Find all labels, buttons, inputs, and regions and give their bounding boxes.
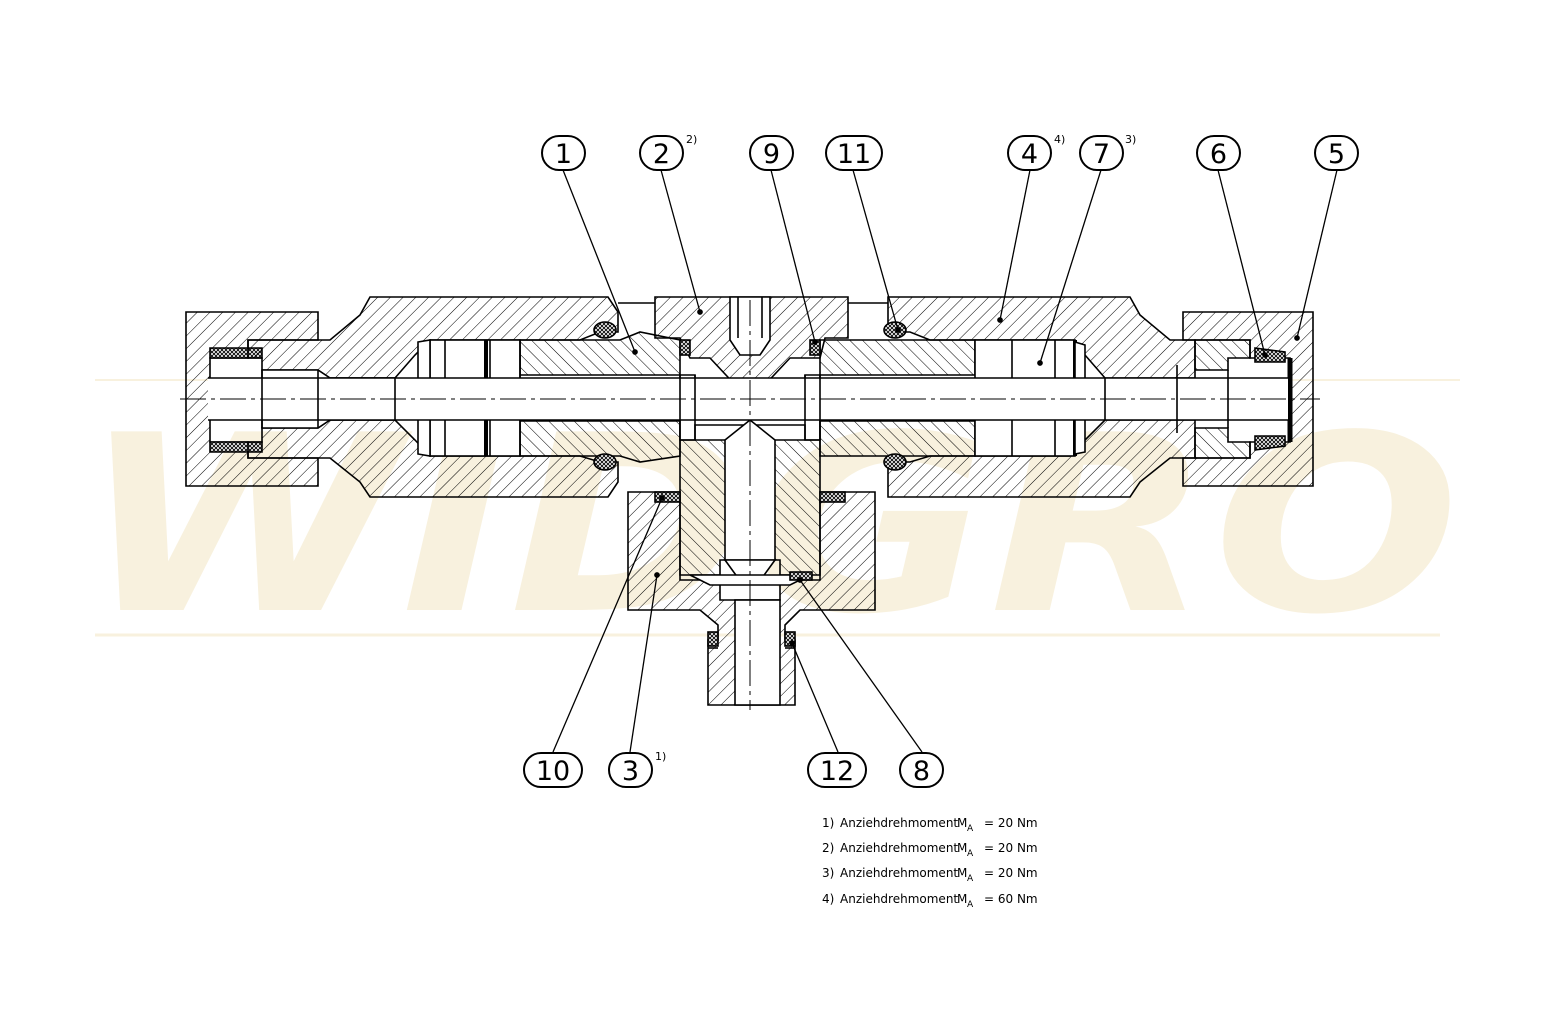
callout-labels: 1 2 2) 9 11 4 4) 7 3) 6 5 10 3 1) 12 8 [536, 133, 1345, 787]
callout-label-9: 9 [763, 139, 780, 170]
note-num: 1) [822, 816, 834, 830]
callout-label-11: 11 [837, 139, 871, 170]
valve-assembly [180, 296, 1320, 710]
callout-4 [1007, 135, 1052, 171]
note-sub: A [967, 900, 974, 910]
callout-sup-4: 4) [1054, 133, 1065, 146]
callout-5 [1314, 135, 1359, 171]
leader-lines [552, 169, 1338, 753]
note-label: Anziehdrehmoment [840, 892, 958, 906]
callout-8 [899, 752, 944, 788]
part-3-lower-body [627, 491, 876, 706]
note-sub: A [967, 874, 974, 884]
callout-label-3: 3 [622, 756, 639, 787]
callout-9 [749, 135, 794, 171]
callout-sup-2: 2) [686, 133, 697, 146]
note-row: 4) Anziehdrehmoment M A = 60 Nm [822, 892, 1038, 910]
callouts [523, 135, 1359, 788]
note-sub: A [967, 824, 974, 834]
callout-label-7: 7 [1093, 139, 1110, 170]
note-value: = 20 Nm [984, 866, 1038, 880]
note-label: Anziehdrehmoment [840, 816, 958, 830]
callout-10 [523, 752, 583, 788]
callout-label-4: 4 [1021, 139, 1038, 170]
note-symbol: M [957, 841, 967, 855]
callout-12 [807, 752, 867, 788]
note-symbol: M [957, 892, 967, 906]
callout-label-1: 1 [555, 139, 572, 170]
callout-label-10: 10 [536, 756, 570, 787]
callout-label-6: 6 [1210, 139, 1227, 170]
note-symbol: M [957, 816, 967, 830]
part-5-right-nut [1182, 311, 1314, 487]
center-lines [180, 300, 1320, 710]
note-value: = 60 Nm [984, 892, 1038, 906]
callout-label-2: 2 [653, 139, 670, 170]
part-4-right-body [819, 296, 1196, 498]
note-sub: A [967, 849, 974, 859]
callout-6 [1196, 135, 1241, 171]
note-num: 2) [822, 841, 834, 855]
note-row: 3) Anziehdrehmoment M A = 20 Nm [822, 866, 1038, 884]
callout-label-12: 12 [820, 756, 854, 787]
note-num: 4) [822, 892, 834, 906]
note-value: = 20 Nm [984, 816, 1038, 830]
callout-label-5: 5 [1328, 139, 1345, 170]
torque-notes: 1) Anziehdrehmoment M A = 20 Nm 2) Anzie… [822, 816, 1038, 910]
note-symbol: M [957, 866, 967, 880]
callout-sup-7: 3) [1125, 133, 1136, 146]
callout-3 [608, 752, 653, 788]
note-label: Anziehdrehmoment [840, 866, 958, 880]
callout-sup-3: 1) [655, 750, 666, 763]
callout-11 [825, 135, 883, 171]
note-value: = 20 Nm [984, 841, 1038, 855]
note-num: 3) [822, 866, 834, 880]
note-row: 2) Anziehdrehmoment M A = 20 Nm [822, 841, 1038, 859]
note-row: 1) Anziehdrehmoment M A = 20 Nm [822, 816, 1038, 834]
callout-2 [639, 135, 684, 171]
callout-1 [541, 135, 586, 171]
callout-label-8: 8 [913, 756, 930, 787]
note-label: Anziehdrehmoment [840, 841, 958, 855]
callout-7 [1079, 135, 1124, 171]
